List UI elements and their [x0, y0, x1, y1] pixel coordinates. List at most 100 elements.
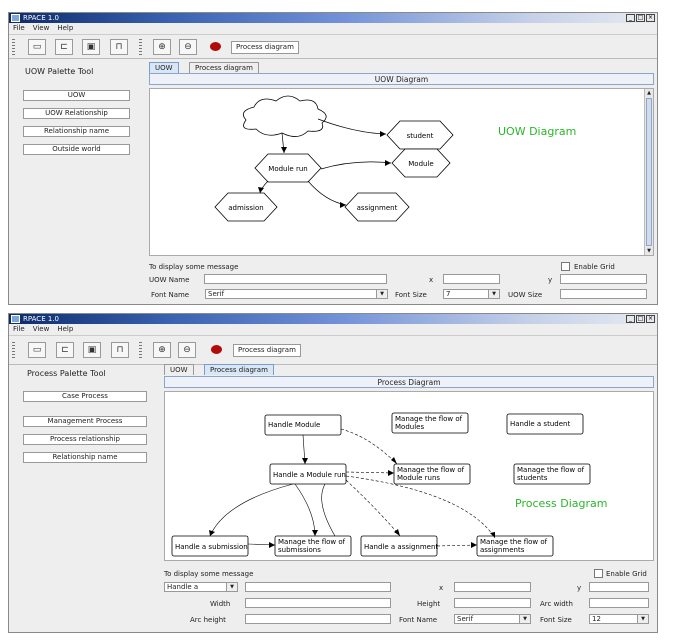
- vertical-scrollbar[interactable]: ▲ ▼: [644, 89, 653, 255]
- enable-grid-checkbox[interactable]: [594, 569, 603, 578]
- tab-uow[interactable]: UOW: [164, 364, 194, 375]
- student-node: [386, 120, 454, 150]
- open-icon[interactable]: ⊏: [56, 342, 74, 358]
- palette-title: UOW Palette Tool: [25, 67, 94, 76]
- enable-grid-checkbox[interactable]: [561, 262, 570, 271]
- font-size-value: 7: [446, 290, 451, 298]
- title-bar[interactable]: RPACE 1.0 _ □ ×: [9, 13, 657, 23]
- menu-view[interactable]: View: [32, 325, 50, 333]
- font-size-label: Font Size: [540, 616, 572, 624]
- width-input[interactable]: [245, 598, 391, 608]
- toolbar-grip[interactable]: [139, 342, 142, 358]
- arc-height-label: Arc height: [190, 616, 226, 624]
- menu-help[interactable]: Help: [57, 325, 74, 333]
- zoom-in-icon[interactable]: ⊕: [153, 342, 171, 358]
- assignment-node: [344, 192, 410, 222]
- status-message: To display some message: [149, 263, 239, 271]
- height-input[interactable]: [454, 598, 531, 608]
- new-icon[interactable]: ▭: [28, 342, 46, 358]
- handle-student-label: Handle a student: [510, 420, 570, 428]
- font-name-value: Serif: [457, 615, 474, 623]
- process-name-input[interactable]: [245, 582, 391, 592]
- tab-process-diagram[interactable]: Process diagram: [204, 364, 274, 375]
- uow-diagram-canvas[interactable]: student Module run Module admission assi…: [149, 88, 654, 256]
- uow-relationship-button[interactable]: UOW Relationship: [23, 108, 130, 119]
- dropdown-arrow-icon[interactable]: ▼: [226, 583, 237, 591]
- maximize-button[interactable]: □: [636, 315, 645, 323]
- y-input[interactable]: [589, 582, 649, 592]
- manage-students-label-line2: students: [517, 474, 548, 482]
- menu-view[interactable]: View: [32, 24, 50, 32]
- relationship-name-button[interactable]: Relationship name: [23, 126, 130, 137]
- zoom-out-icon[interactable]: ⊖: [179, 39, 197, 55]
- diagram-title: Process Diagram: [164, 376, 654, 388]
- relationship-name-button[interactable]: Relationship name: [23, 452, 147, 463]
- dropdown-arrow-icon[interactable]: ▼: [376, 290, 387, 298]
- save-icon[interactable]: ▣: [82, 39, 100, 55]
- print-icon[interactable]: ⊓: [110, 39, 128, 55]
- enable-grid-label: Enable Grid: [606, 570, 647, 578]
- process-window: RPACE 1.0 _ □ × File View Help ▭ ⊏ ▣ ⊓ ⊕…: [8, 313, 658, 633]
- process-diagram: Handle Module Manage the flow of Modules…: [171, 412, 607, 557]
- outside-world-button[interactable]: Outside world: [23, 144, 130, 155]
- dropdown-arrow-icon[interactable]: ▼: [519, 615, 530, 623]
- stop-icon[interactable]: [207, 342, 225, 358]
- admission-node: [214, 192, 278, 222]
- zoom-out-icon[interactable]: ⊖: [178, 342, 196, 358]
- case-process-button[interactable]: Case Process: [23, 391, 147, 402]
- process-type-combo[interactable]: Handle a▼: [164, 582, 238, 592]
- handle-assignment-label: Handle a assignment: [364, 543, 438, 551]
- toolbar-grip[interactable]: [12, 342, 15, 358]
- font-name-combo[interactable]: Serif ▼: [454, 614, 531, 624]
- uow-name-input[interactable]: [204, 274, 387, 284]
- dropdown-arrow-icon[interactable]: ▼: [637, 615, 648, 623]
- process-diagram-button[interactable]: Process diagram: [233, 344, 301, 357]
- manage-students-label-line1: Manage the flow of: [517, 466, 585, 474]
- zoom-in-icon[interactable]: ⊕: [153, 39, 171, 55]
- student-node-label: student: [407, 132, 434, 140]
- width-label: Width: [210, 600, 231, 608]
- menu-file[interactable]: File: [13, 325, 25, 333]
- y-input[interactable]: [560, 274, 647, 284]
- close-button[interactable]: ×: [646, 14, 655, 22]
- menu-file[interactable]: File: [13, 24, 25, 32]
- font-name-label: Font Name: [399, 616, 438, 624]
- process-diagram-button[interactable]: Process diagram: [231, 41, 299, 54]
- palette-panel: Process Palette Tool Case Process Manage…: [9, 366, 159, 516]
- scroll-up-arrow-icon[interactable]: ▲: [647, 90, 651, 96]
- toolbar-grip[interactable]: [139, 39, 142, 55]
- save-icon[interactable]: ▣: [83, 342, 101, 358]
- font-size-combo[interactable]: 7▼: [443, 289, 500, 299]
- tab-uow[interactable]: UOW: [149, 62, 179, 73]
- title-bar[interactable]: RPACE 1.0 _ □ ×: [9, 314, 657, 324]
- print-icon[interactable]: ⊓: [111, 342, 129, 358]
- module-node-label: Module: [408, 160, 433, 168]
- font-name-combo[interactable]: Serif▼: [205, 289, 388, 299]
- process-diagram-canvas[interactable]: Handle Module Manage the flow of Modules…: [164, 391, 654, 561]
- toolbar-grip[interactable]: [12, 39, 15, 55]
- dropdown-arrow-icon[interactable]: ▼: [488, 290, 499, 298]
- tab-process-diagram[interactable]: Process diagram: [189, 62, 259, 73]
- process-relationship-button[interactable]: Process relationship: [23, 434, 147, 445]
- stop-icon[interactable]: [206, 39, 224, 55]
- module-run-node: [254, 153, 322, 183]
- arc-height-input[interactable]: [245, 614, 391, 624]
- uow-size-input[interactable]: [560, 289, 647, 299]
- uow-button[interactable]: UOW: [23, 90, 130, 101]
- scroll-down-arrow-icon[interactable]: ▼: [647, 248, 651, 254]
- minimize-button[interactable]: _: [626, 14, 635, 22]
- arc-width-input[interactable]: [589, 598, 649, 608]
- open-icon[interactable]: ⊏: [55, 39, 73, 55]
- x-input[interactable]: [443, 274, 500, 284]
- x-input[interactable]: [454, 582, 531, 592]
- menu-help[interactable]: Help: [57, 24, 74, 32]
- font-size-combo[interactable]: 12▼: [589, 614, 649, 624]
- management-process-button[interactable]: Management Process: [23, 416, 147, 427]
- app-icon: [11, 315, 20, 323]
- manage-module-runs-node: [393, 463, 471, 485]
- scroll-thumb[interactable]: [646, 98, 652, 246]
- close-button[interactable]: ×: [646, 315, 655, 323]
- maximize-button[interactable]: □: [636, 14, 645, 22]
- new-icon[interactable]: ▭: [28, 39, 46, 55]
- minimize-button[interactable]: _: [626, 315, 635, 323]
